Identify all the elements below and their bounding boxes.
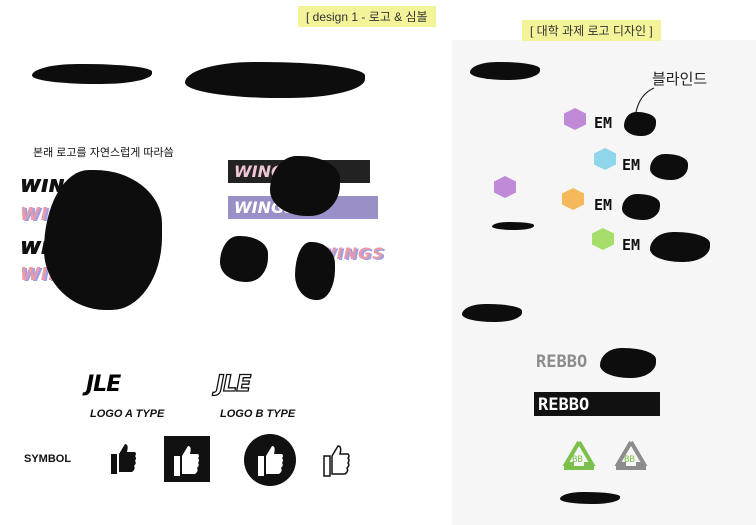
symbol-label: SYMBOL [24,453,72,465]
redaction-scribble [492,222,534,230]
em-hex-green-icon [592,228,614,250]
rebbo-logo-dark: REBBO [538,395,590,415]
redaction-scribble [622,194,660,220]
redaction-scribble [220,236,268,282]
em-hex-cyan-icon [594,148,616,170]
thumbs-up-outline-icon [323,445,350,477]
redaction-scribble [270,156,340,216]
redaction-scribble [32,64,152,84]
em-hex-purple-icon [564,108,586,130]
redaction-scribble [650,154,688,180]
thumbs-up-box-icon [164,436,210,482]
em-label: EM [622,156,641,174]
svg-text:BB: BB [572,455,583,465]
redaction-scribble [650,232,710,262]
em-label: EM [594,196,613,214]
redaction-scribble [470,62,540,80]
logo-b-mark: JLE [215,371,252,397]
redaction-scribble [600,348,656,378]
em-label: EM [622,236,641,254]
handwritten-note: 블라인드 [652,70,708,88]
thumbs-up-symbol-icon [111,444,136,474]
rebbo-logo-light: REBBO [536,352,588,372]
redaction-scribble [185,62,365,98]
redaction-scribble [624,112,656,136]
recycle-green-icon: BB [562,440,596,470]
rebbo-logo-dark-box [534,392,660,416]
redaction-scribble [462,304,522,322]
em-label: EM [594,114,613,132]
recycle-grey-icon: BB [614,440,648,470]
right-panel [452,40,756,525]
note-pointer-line [635,87,655,113]
project-title: [ 대학 과제 로고 디자인 ] [522,20,661,41]
redaction-scribble [560,492,620,504]
redaction-scribble [44,170,162,310]
logo-a-caption: LOGO A TYPE [90,408,165,420]
logo-b-caption: LOGO B TYPE [220,408,296,420]
em-hex-standalone-icon [494,176,516,198]
em-hex-orange-icon [562,188,584,210]
thumbs-up-circle-icon [244,434,296,486]
logo-a-mark: JLE [86,372,121,397]
svg-text:BB: BB [624,455,635,465]
redaction-scribble [295,242,335,300]
section-label: 본래 로고를 자연스럽게 따라씀 [33,147,174,159]
design-title: [ design 1 - 로고 & 심볼 [298,6,436,27]
